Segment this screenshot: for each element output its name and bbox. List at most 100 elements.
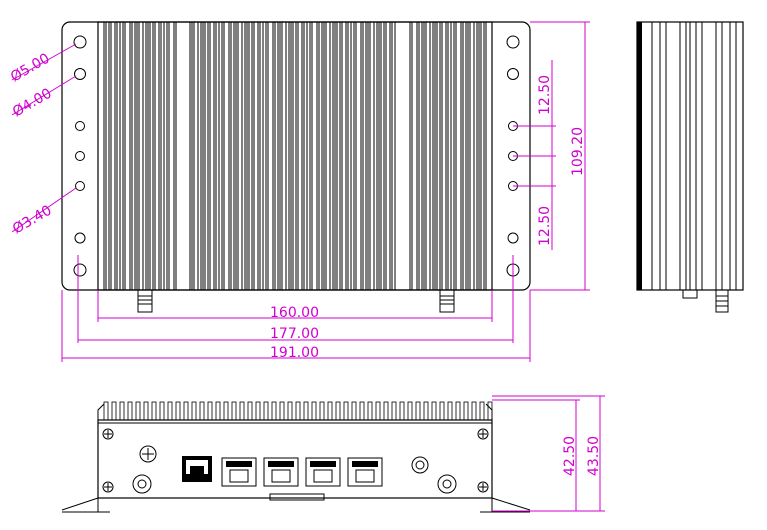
top-view: [61, 21, 531, 313]
front-fin: [431, 401, 437, 421]
front-fin: [287, 401, 293, 421]
lan-port-leds: [310, 461, 336, 467]
front-fin: [319, 401, 325, 421]
front-fin: [415, 401, 421, 421]
ground-screw-icon: [139, 445, 157, 463]
front-fin: [295, 401, 301, 421]
front-fin: [303, 401, 309, 421]
front-fin: [223, 401, 229, 421]
front-fin: [471, 401, 477, 421]
front-fin: [239, 401, 245, 421]
front-fin: [455, 401, 461, 421]
side-view: [636, 21, 744, 313]
mounting-hole: [507, 68, 519, 80]
front-fin: [367, 401, 373, 421]
front-fin: [103, 401, 109, 421]
lan-ports: [221, 457, 383, 487]
mounting-hole: [507, 232, 519, 244]
lan-port: [347, 457, 383, 487]
dim-width-mid: 177.00: [270, 326, 319, 342]
front-fin: [463, 401, 469, 421]
front-panel: [97, 419, 493, 499]
lan-port-jack: [271, 469, 291, 483]
power-button-icon: [411, 456, 429, 474]
front-fin: [191, 401, 197, 421]
dim-height-total: 109.20: [570, 127, 586, 176]
top-dimension-lines: [11, 21, 590, 362]
dim-hole-d-large: Ø5.00: [8, 51, 53, 86]
lan-port-leds: [268, 461, 294, 467]
mounting-hole: [75, 181, 85, 191]
front-view: [61, 401, 531, 513]
dim-pitch-top: 12.50: [537, 75, 553, 115]
lan-port-jack: [355, 469, 375, 483]
front-fin: [279, 401, 285, 421]
front-fin: [135, 401, 141, 421]
front-fin: [407, 401, 413, 421]
front-fin: [127, 401, 133, 421]
front-fin: [255, 401, 261, 421]
lan-port: [263, 457, 299, 487]
screw-icon-tl: [102, 428, 114, 440]
front-fin: [143, 401, 149, 421]
mounting-hole: [75, 121, 85, 131]
dim-front-height-total: 43.50: [586, 436, 602, 476]
front-fin: [383, 401, 389, 421]
front-fin: [423, 401, 429, 421]
front-fin: [439, 401, 445, 421]
mounting-hole: [506, 35, 520, 49]
front-fin-edge: [485, 403, 493, 420]
dim-width-inner: 160.00: [270, 305, 319, 321]
front-fin: [311, 401, 317, 421]
front-fin: [327, 401, 333, 421]
front-fin: [375, 401, 381, 421]
front-fin: [335, 401, 341, 421]
front-fin: [167, 401, 173, 421]
front-fin: [183, 401, 189, 421]
screw-icon-tr: [477, 428, 489, 440]
heatsink-fins: [103, 22, 487, 290]
front-fin-edge: [97, 403, 105, 420]
front-fin: [263, 401, 269, 421]
side-antenna-connector: [682, 289, 729, 313]
front-fin: [271, 401, 277, 421]
mounting-hole: [74, 68, 86, 80]
side-fins: [651, 22, 737, 290]
mounting-holes-left: [73, 35, 87, 277]
antenna-port-left: [132, 474, 152, 494]
front-fin: [215, 401, 221, 421]
antenna-connector-right: [439, 289, 455, 313]
dim-width-outer: 191.00: [270, 345, 319, 361]
usb-slot: [269, 493, 325, 501]
front-fin: [207, 401, 213, 421]
lan-port-leds: [226, 461, 252, 467]
dim-hole-d-medium: Ø4.00: [10, 86, 55, 121]
mounting-hole: [74, 232, 86, 244]
front-fin: [111, 401, 117, 421]
lan-port: [305, 457, 341, 487]
console-port: [182, 456, 212, 482]
mounting-hole: [75, 151, 85, 161]
front-fin: [159, 401, 165, 421]
front-fin: [119, 401, 125, 421]
front-fin: [359, 401, 365, 421]
screw-icon-br: [477, 481, 489, 493]
front-fin: [199, 401, 205, 421]
dim-front-height-body: 42.50: [562, 436, 578, 476]
front-fin: [351, 401, 357, 421]
front-fin: [247, 401, 253, 421]
side-view-edge: [637, 22, 642, 290]
lan-port-leds: [352, 461, 378, 467]
front-fin: [151, 401, 157, 421]
front-fins: [97, 401, 493, 421]
antenna-connector-left: [137, 289, 153, 313]
top-view-body: [97, 21, 493, 291]
front-fin: [391, 401, 397, 421]
lan-port-jack: [313, 469, 333, 483]
lan-port-jack: [229, 469, 249, 483]
front-fin: [447, 401, 453, 421]
front-dimension-lines: [492, 395, 605, 512]
front-fin: [479, 401, 485, 421]
front-fin: [175, 401, 181, 421]
